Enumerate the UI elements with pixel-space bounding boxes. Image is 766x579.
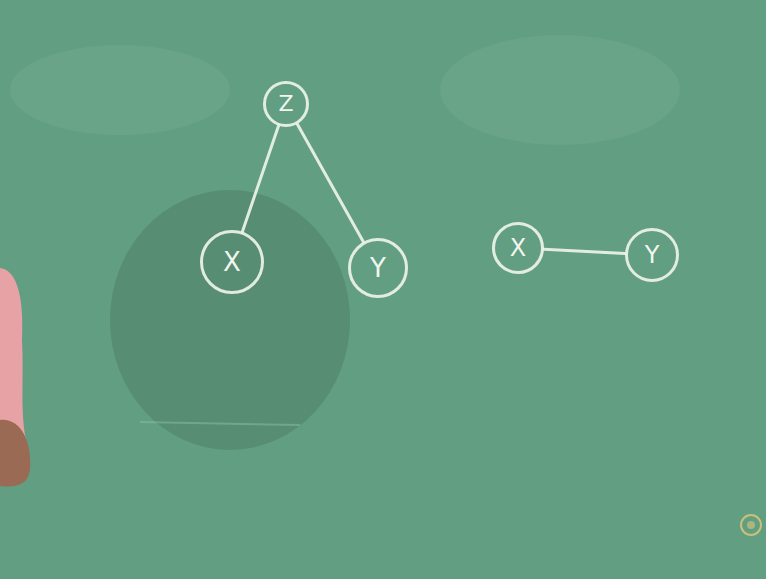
- chalk-circle-node: X: [200, 230, 264, 294]
- chalk-circle-node: Y: [625, 228, 679, 282]
- chalk-circle: [627, 230, 678, 281]
- chalk-circle-node: Y: [348, 238, 408, 298]
- variable-label: Y: [370, 255, 386, 281]
- chalk-circle: [265, 83, 308, 126]
- faint-chalk-mark: [140, 422, 300, 425]
- variable-label: X: [510, 236, 526, 260]
- erased-smudge: [440, 35, 680, 145]
- chalk-circle: [350, 240, 407, 297]
- chalk-circle: [494, 224, 543, 273]
- chalk-edge: [242, 126, 278, 232]
- channel-logo: [747, 521, 755, 529]
- chalk-circle-node: X: [492, 222, 544, 274]
- chalk-edge: [297, 124, 363, 242]
- chalk-circle: [202, 232, 263, 293]
- variable-label: Z: [278, 93, 293, 115]
- chalk-edge: [544, 249, 625, 253]
- erased-smudge: [110, 190, 350, 450]
- lecturer-hand: [0, 420, 30, 487]
- variable-label: X: [223, 249, 241, 275]
- chalk-circle-node: Z: [263, 81, 309, 127]
- channel-logo: [741, 515, 761, 535]
- variable-label: Y: [645, 243, 660, 267]
- erased-smudge: [10, 45, 230, 135]
